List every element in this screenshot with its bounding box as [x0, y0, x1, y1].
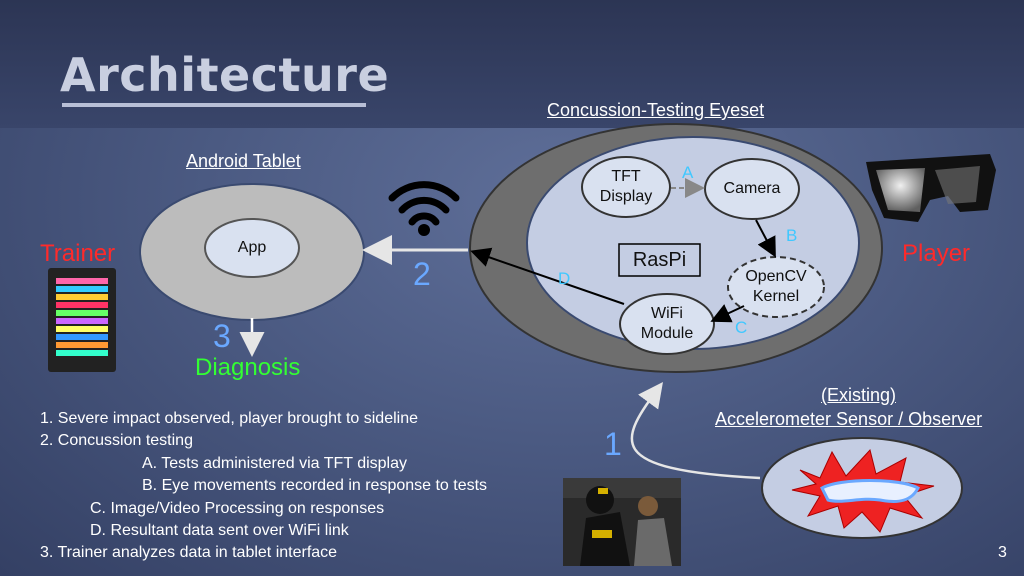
camera-node [704, 158, 800, 220]
step-number-1: 1 [604, 426, 622, 462]
diagnosis-label: Diagnosis [195, 354, 301, 381]
wifi-module-node [619, 293, 715, 355]
step-item: C. Image/Video Processing on responses [90, 499, 385, 517]
tablet-icon [48, 268, 116, 372]
letter-b: B [786, 226, 798, 245]
app-node-label: App [237, 239, 267, 256]
existing-label: (Existing) [821, 385, 897, 405]
player-label: Player [902, 240, 971, 267]
step-number-3: 3 [213, 318, 231, 354]
opencv-node [727, 256, 825, 318]
slide-number: 3 [998, 544, 1007, 561]
title-underline [62, 103, 366, 107]
wifi-line1: WiFi [651, 305, 683, 322]
wifi-icon [388, 181, 460, 226]
tft-line2: Display [599, 188, 653, 205]
letter-d: D [558, 269, 571, 288]
step-item: B. Eye movements recorded in response to… [142, 477, 488, 495]
step-item: 2. Concussion testing [40, 432, 193, 450]
arrow-d [470, 247, 625, 305]
wifi-module-node-label: WiFi Module [620, 304, 714, 344]
wifi-icon-dot [418, 224, 430, 236]
raspi-label: RasPi [632, 249, 687, 271]
opencv-node-label: OpenCV Kernel [728, 267, 824, 307]
trainer-label: Trainer [40, 240, 116, 267]
player-photo [563, 478, 681, 566]
arrow-b [755, 219, 776, 258]
tft-line1: TFT [611, 168, 641, 185]
letter-c: C [735, 318, 748, 337]
steps-list: 1. Severe impact observed, player brough… [40, 408, 487, 565]
eyeset-label: Concussion-Testing Eyeset [547, 100, 765, 120]
step-item: 3. Trainer analyzes data in tablet inter… [40, 544, 338, 562]
step-item: D. Resultant data sent over WiFi link [90, 522, 349, 540]
opencv-line2: Kernel [752, 288, 800, 305]
page-title: Architecture [60, 48, 390, 102]
arrow-c [710, 304, 745, 323]
raspi-box [618, 243, 701, 277]
tft-display-node-label: TFT Display [582, 167, 670, 207]
step-item: A. Tests administered via TFT display [142, 454, 407, 472]
tft-display-node [581, 156, 671, 218]
camera-node-label: Camera [723, 180, 781, 197]
arrow-sensor-to-eyeset [630, 381, 761, 480]
app-node [204, 218, 300, 278]
letter-a: A [682, 163, 694, 182]
tablet-label: Android Tablet [186, 151, 301, 171]
step-item: 1. Severe impact observed, player brough… [40, 410, 418, 427]
step-number-2: 2 [413, 256, 431, 292]
sunglasses-icon [866, 154, 996, 222]
mouthguard-icon [820, 479, 920, 503]
opencv-line1: OpenCV [745, 268, 807, 285]
sensor-label: Accelerometer Sensor / Observer [715, 409, 983, 429]
wifi-line2: Module [640, 325, 694, 342]
